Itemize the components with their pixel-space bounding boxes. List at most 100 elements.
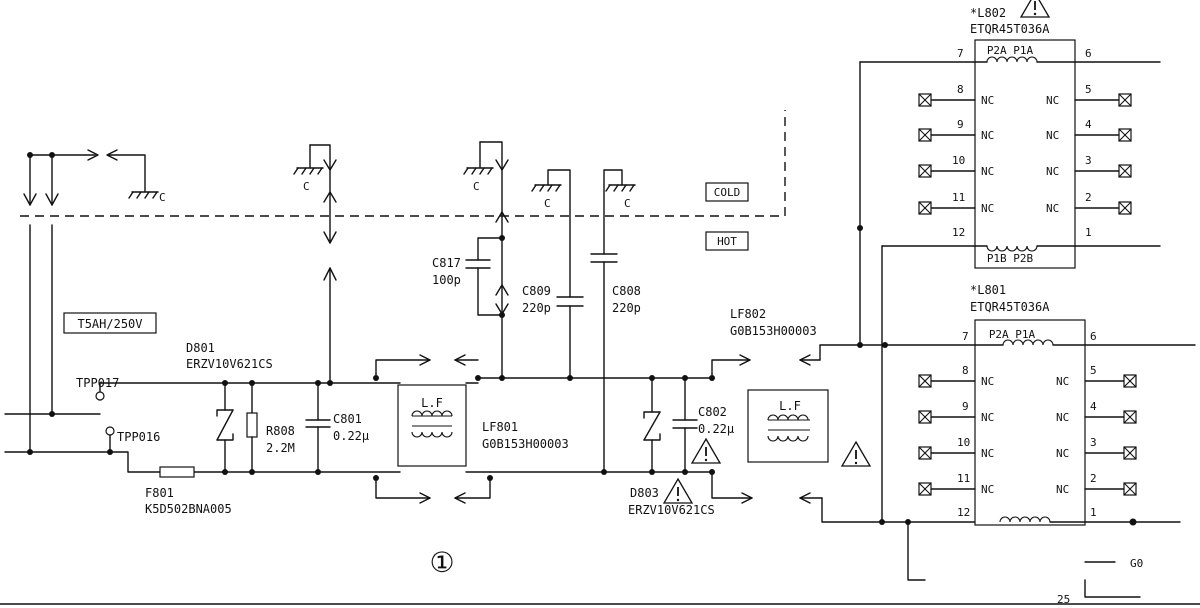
ground-bridge-1: C (293, 144, 337, 244)
svg-text:3: 3 (1090, 436, 1097, 449)
svg-text:P2A P1A: P2A P1A (987, 44, 1034, 57)
svg-text:8: 8 (962, 364, 969, 377)
svg-text:C: C (544, 197, 551, 210)
svg-text:3: 3 (1085, 154, 1092, 167)
svg-text:9: 9 (957, 118, 964, 131)
svg-text:C808: C808 (612, 284, 641, 298)
svg-text:HOT: HOT (717, 235, 737, 248)
svg-text:C: C (473, 180, 480, 193)
svg-text:LF802: LF802 (730, 307, 766, 321)
line-filter-lf802: L.F LF802 G0B153H00003 (684, 307, 986, 523)
capacitor-c808: C C808 220p (590, 169, 641, 473)
svg-text:TPP017: TPP017 (76, 376, 119, 390)
hot-label-box: HOT (705, 231, 749, 251)
svg-text:T5AH/250V: T5AH/250V (77, 317, 142, 331)
svg-text:NC: NC (1046, 165, 1059, 178)
svg-text:G0B153H00003: G0B153H00003 (730, 324, 817, 338)
svg-text:COLD: COLD (714, 186, 741, 199)
choke-l801: *L801 ETQR45T036A P2A P1A 7 6 8 5 NC NC … (884, 283, 1196, 526)
svg-text:NC: NC (981, 165, 994, 178)
capacitor-c817-label: C817 (432, 256, 461, 270)
bottom-right-partial-wiring: G0 25 (907, 521, 1143, 606)
svg-text:NC: NC (1056, 411, 1069, 424)
svg-text:P2A P1A: P2A P1A (989, 328, 1036, 341)
svg-text:ETQR45T036A: ETQR45T036A (970, 22, 1050, 36)
svg-text:7: 7 (962, 330, 969, 343)
svg-text:C: C (624, 197, 631, 210)
svg-text:2: 2 (1085, 191, 1092, 204)
svg-text:25: 25 (1057, 593, 1070, 606)
line-filter-lf801: L.F LF801 G0B153H00003 (373, 354, 569, 504)
svg-text:NC: NC (981, 447, 994, 460)
svg-text:ETQR45T036A: ETQR45T036A (970, 300, 1050, 314)
svg-text:5: 5 (1085, 83, 1092, 96)
svg-text:G0B153H00003: G0B153H00003 (482, 437, 569, 451)
svg-text:1: 1 (1090, 506, 1097, 519)
svg-text:K5D502BNA005: K5D502BNA005 (145, 502, 232, 516)
cold-ground-label: C (159, 191, 166, 204)
tpp017-test-point: TPP017 (76, 376, 119, 401)
svg-text:*L802: *L802 (970, 6, 1006, 20)
svg-text:NC: NC (1056, 483, 1069, 496)
svg-text:4: 4 (1085, 118, 1092, 131)
fuse-rating-box: T5AH/250V (63, 312, 157, 334)
svg-text:5: 5 (1090, 364, 1097, 377)
svg-text:10: 10 (952, 154, 965, 167)
choke-l802: *L802 ETQR45T036A P2A P1A P1B P2B 7 6 8 … (859, 6, 1161, 269)
svg-text:6: 6 (1090, 330, 1097, 343)
svg-text:C801: C801 (333, 412, 362, 426)
svg-text:NC: NC (981, 483, 994, 496)
svg-text:F801: F801 (145, 486, 174, 500)
ground-bridge-2: C C817 100p (432, 141, 509, 379)
svg-text:ERZV10V621CS: ERZV10V621CS (186, 357, 273, 371)
svg-text:NC: NC (981, 375, 994, 388)
svg-text:C809: C809 (522, 284, 551, 298)
svg-text:C802: C802 (698, 405, 727, 419)
svg-text:NC: NC (1056, 447, 1069, 460)
capacitor-c817-value: 100p (432, 273, 461, 287)
l802-feed-wires (857, 61, 883, 523)
svg-text:12: 12 (957, 506, 970, 519)
svg-text:220p: 220p (612, 301, 641, 315)
svg-text:1: 1 (1085, 226, 1092, 239)
svg-text:2: 2 (1090, 472, 1097, 485)
svg-text:L.F: L.F (421, 396, 443, 410)
svg-text:0.22μ: 0.22μ (698, 422, 734, 436)
svg-text:R808: R808 (266, 424, 295, 438)
svg-text:2.2M: 2.2M (266, 441, 295, 455)
svg-text:NC: NC (981, 411, 994, 424)
warning-triangle (1020, 0, 1050, 18)
svg-text:7: 7 (957, 47, 964, 60)
svg-text:NC: NC (1056, 375, 1069, 388)
svg-text:4: 4 (1090, 400, 1097, 413)
svg-text:9: 9 (962, 400, 969, 413)
capacitor-c801: C801 0.22μ (305, 380, 369, 475)
svg-text:P1B P2B: P1B P2B (987, 252, 1034, 265)
svg-text:11: 11 (957, 472, 970, 485)
svg-text:TPP016: TPP016 (117, 430, 160, 444)
svg-text:NC: NC (1046, 202, 1059, 215)
varistor-d803: D803 ERZV10V621CS (628, 377, 715, 517)
svg-text:220p: 220p (522, 301, 551, 315)
svg-text:NC: NC (981, 94, 994, 107)
svg-text:NC: NC (981, 202, 994, 215)
svg-text:NC: NC (1046, 94, 1059, 107)
svg-text:LF801: LF801 (482, 420, 518, 434)
resistor-r808: R808 2.2M (246, 380, 295, 475)
capacitor-c809: C C809 220p (522, 169, 584, 379)
capacitor-c802: C802 0.22μ (672, 377, 734, 473)
svg-text:0.22μ: 0.22μ (333, 429, 369, 443)
svg-text:12: 12 (952, 226, 965, 239)
svg-text:8: 8 (957, 83, 964, 96)
l801-junctions (879, 342, 911, 525)
warning-triangle (841, 441, 871, 467)
svg-text:NC: NC (981, 129, 994, 142)
svg-text:D803: D803 (630, 486, 659, 500)
tpp016-test-point: TPP016 (105, 426, 160, 444)
svg-text:D801: D801 (186, 341, 215, 355)
svg-text:11: 11 (952, 191, 965, 204)
svg-text:C: C (303, 180, 310, 193)
svg-text:ERZV10V621CS: ERZV10V621CS (628, 503, 715, 517)
svg-text:G0: G0 (1130, 557, 1143, 570)
